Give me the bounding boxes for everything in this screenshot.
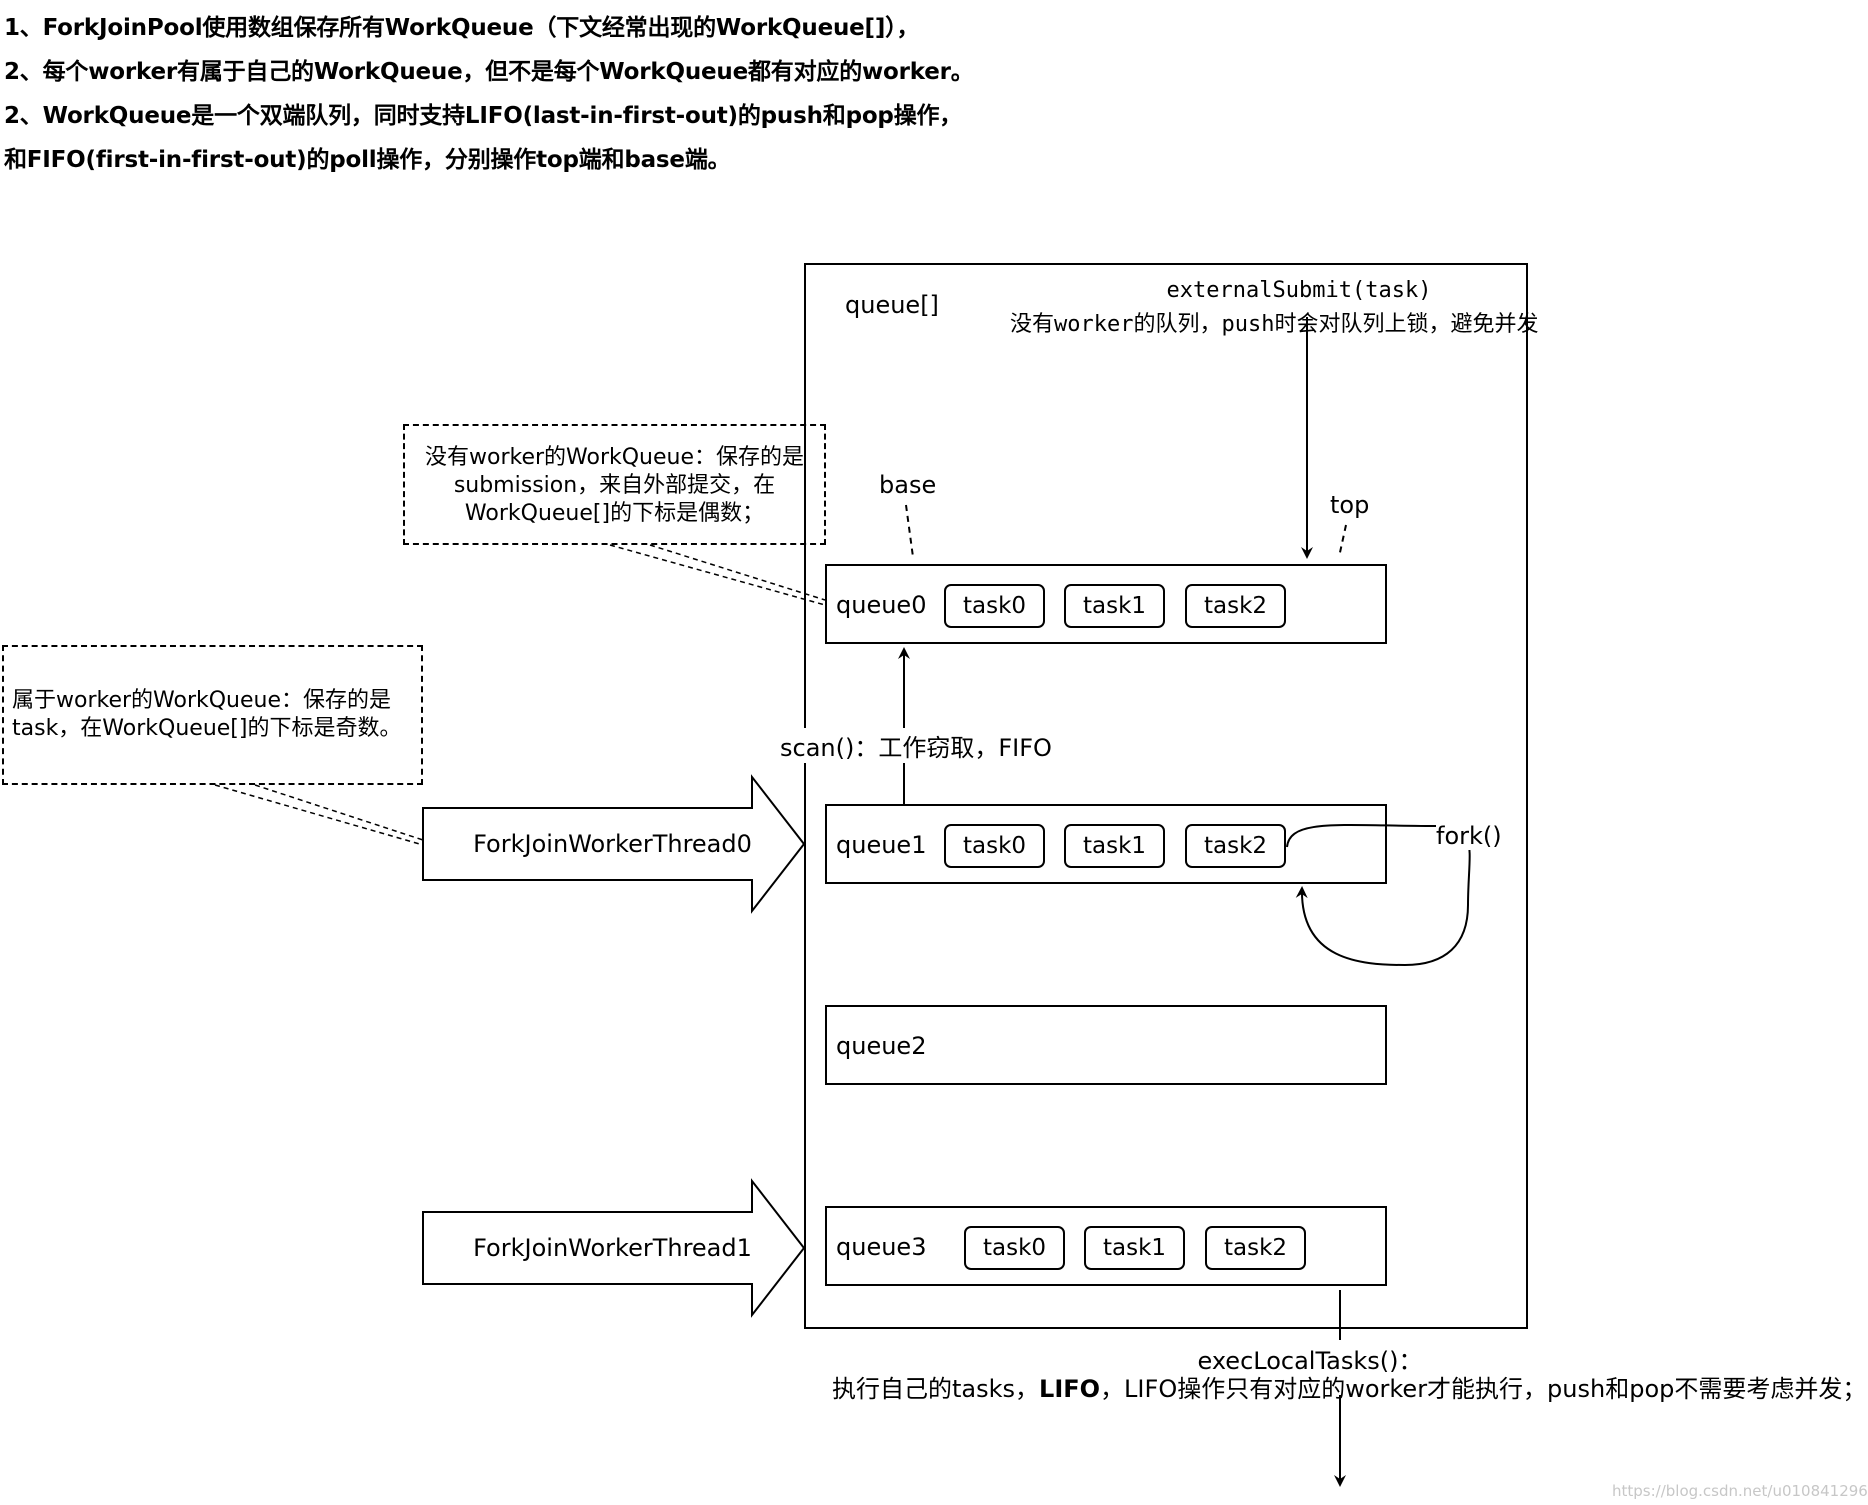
note-has-worker-line-2: task，在WorkQueue[]的下标是奇数。 (12, 716, 402, 741)
exec-local-desc-prefix: 执行自己的tasks， (832, 1375, 1040, 1403)
queue1-task0: task0 (944, 824, 1045, 868)
exec-local-desc: 执行自己的tasks，LIFO，LIFO操作只有对应的worker才能执行，pu… (832, 1369, 1866, 1404)
thread0-label: ForkJoinWorkerThread0 (473, 830, 752, 858)
intro-line-1: 1、ForkJoinPool使用数组保存所有WorkQueue（下文经常出现的W… (4, 15, 920, 41)
queue3-task2: task2 (1205, 1226, 1306, 1270)
note-no-worker-line-1: 没有worker的WorkQueue：保存的是 (424, 445, 805, 470)
exec-local-title: execLocalTasks()： (1197, 1347, 1423, 1375)
exec-local-desc-bold: LIFO (1039, 1375, 1101, 1403)
note-has-worker-connector-b (254, 784, 424, 841)
thread1-label: ForkJoinWorkerThread1 (473, 1234, 752, 1262)
note-no-worker-line-2: submission，来自外部提交，在 (453, 473, 776, 498)
note-no-worker-connector-a (609, 544, 826, 606)
base-pointer (905, 504, 914, 558)
external-submit-desc: 没有worker的队列，push时会对队列上锁，避免并发 (1010, 312, 1539, 337)
note-has-worker-line-1: 属于worker的WorkQueue：保存的是 (12, 688, 392, 713)
thread1-arrow-shape (422, 1178, 806, 1318)
queue0-task0: task0 (944, 584, 1045, 628)
queue1-task1: task1 (1064, 824, 1165, 868)
thread0-arrow-shape (422, 774, 806, 914)
queue3-task1: task1 (1084, 1226, 1185, 1270)
queue2-box (825, 1005, 1387, 1085)
queue3-box (825, 1206, 1387, 1286)
external-submit-title: externalSubmit(task) (1166, 278, 1432, 303)
queue3-task0: task0 (964, 1226, 1065, 1270)
queue3-label: queue3 (836, 1233, 927, 1261)
note-no-worker-line-3: WorkQueue[]的下标是偶数； (464, 501, 765, 526)
queue0-label: queue0 (836, 591, 927, 619)
watermark: https://blog.csdn.net/u010841296 (1612, 1482, 1868, 1500)
queue1-box (825, 804, 1387, 884)
queue0-task2: task2 (1185, 584, 1286, 628)
note-worker-queue: 属于worker的WorkQueue：保存的是 task，在WorkQueue[… (2, 645, 423, 785)
scan-label: scan()：工作窃取，FIFO (778, 728, 1054, 763)
note-no-worker-queue: 没有worker的WorkQueue：保存的是 submission，来自外部提… (403, 424, 826, 545)
queue-array-label: queue[] (845, 291, 939, 319)
intro-line-2: 2、每个worker有属于自己的WorkQueue，但不是每个WorkQueue… (4, 59, 974, 85)
fork-label: fork() (1436, 822, 1502, 850)
intro-line-4: 和FIFO(first-in-first-out)的poll操作，分别操作top… (4, 147, 731, 173)
note-no-worker-connector-b (649, 544, 826, 601)
top-pointer (1338, 524, 1347, 558)
queue0-box (825, 564, 1387, 644)
base-label: base (879, 471, 937, 499)
fork-loop-arrow (1286, 823, 1471, 967)
queue1-task2: task2 (1185, 824, 1286, 868)
exec-local-desc-suffix: ，LIFO操作只有对应的worker才能执行，push和pop不需要考虑并发； (1100, 1375, 1867, 1403)
queue1-label: queue1 (836, 831, 927, 859)
note-has-worker-connector-a (214, 784, 424, 846)
intro-line-3: 2、WorkQueue是一个双端队列，同时支持LIFO(last-in-firs… (4, 103, 963, 129)
top-label: top (1330, 491, 1370, 519)
queue2-label: queue2 (836, 1032, 927, 1060)
queue0-task1: task1 (1064, 584, 1165, 628)
queue-array-container (804, 263, 1528, 1329)
